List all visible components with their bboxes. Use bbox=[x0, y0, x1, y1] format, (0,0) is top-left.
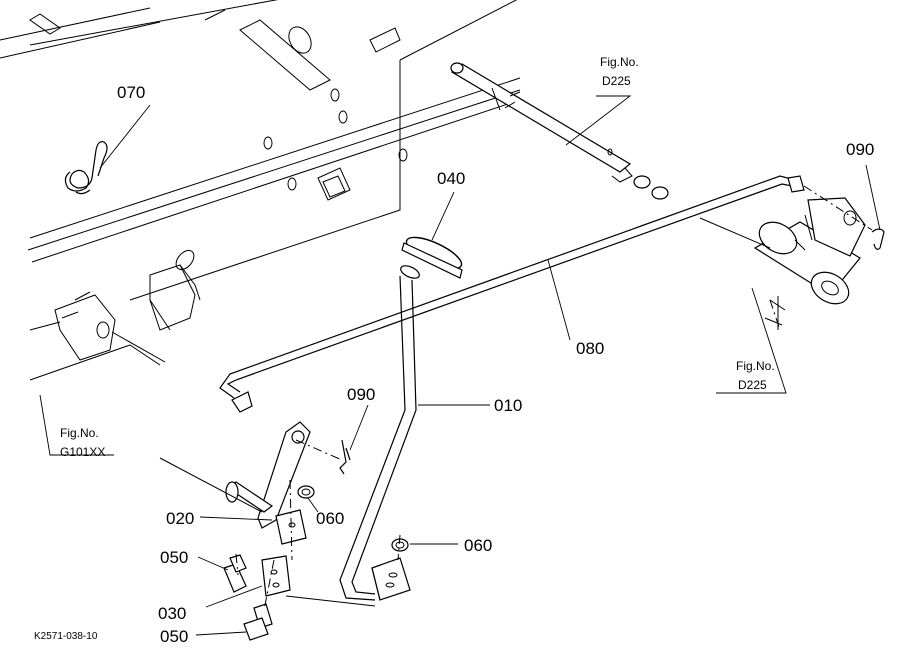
arm-020 bbox=[159, 421, 311, 545]
left-fig-label: Fig.No. bbox=[60, 426, 99, 440]
label-030: 030 bbox=[158, 604, 186, 623]
top-fig-label: Fig.No. bbox=[600, 55, 639, 69]
label-020: 020 bbox=[166, 509, 194, 528]
plate-030 bbox=[261, 555, 291, 597]
spring-070 bbox=[64, 141, 108, 195]
top-fig-code: D225 bbox=[602, 74, 631, 88]
label-060-right: 060 bbox=[464, 536, 492, 555]
collar-060-left bbox=[297, 485, 315, 499]
pedal-boss bbox=[699, 197, 866, 330]
pedal-arm-010 bbox=[339, 236, 463, 601]
pin-090-top bbox=[871, 228, 885, 250]
pin-090-mid bbox=[339, 439, 347, 475]
right-fig-label: Fig.No. bbox=[736, 359, 775, 373]
bolt-050-bottom bbox=[243, 603, 273, 641]
label-090-mid: 090 bbox=[347, 385, 375, 404]
label-050-bottom: 050 bbox=[160, 627, 188, 646]
frame-rail bbox=[0, 0, 521, 381]
label-040: 040 bbox=[437, 169, 465, 188]
left-fig-code: G101XX bbox=[60, 445, 105, 459]
drawing-code: K2571-038-10 bbox=[34, 631, 98, 642]
label-060-left: 060 bbox=[316, 509, 344, 528]
bolt-050-top bbox=[223, 554, 247, 593]
rod-080 bbox=[219, 175, 805, 413]
label-050-top: 050 bbox=[160, 548, 188, 567]
label-080: 080 bbox=[576, 339, 604, 358]
right-fig-code: D225 bbox=[738, 378, 767, 392]
label-090-top: 090 bbox=[846, 140, 874, 159]
label-010: 010 bbox=[494, 396, 522, 415]
label-070: 070 bbox=[117, 83, 145, 102]
pedal-shaft bbox=[450, 62, 669, 200]
